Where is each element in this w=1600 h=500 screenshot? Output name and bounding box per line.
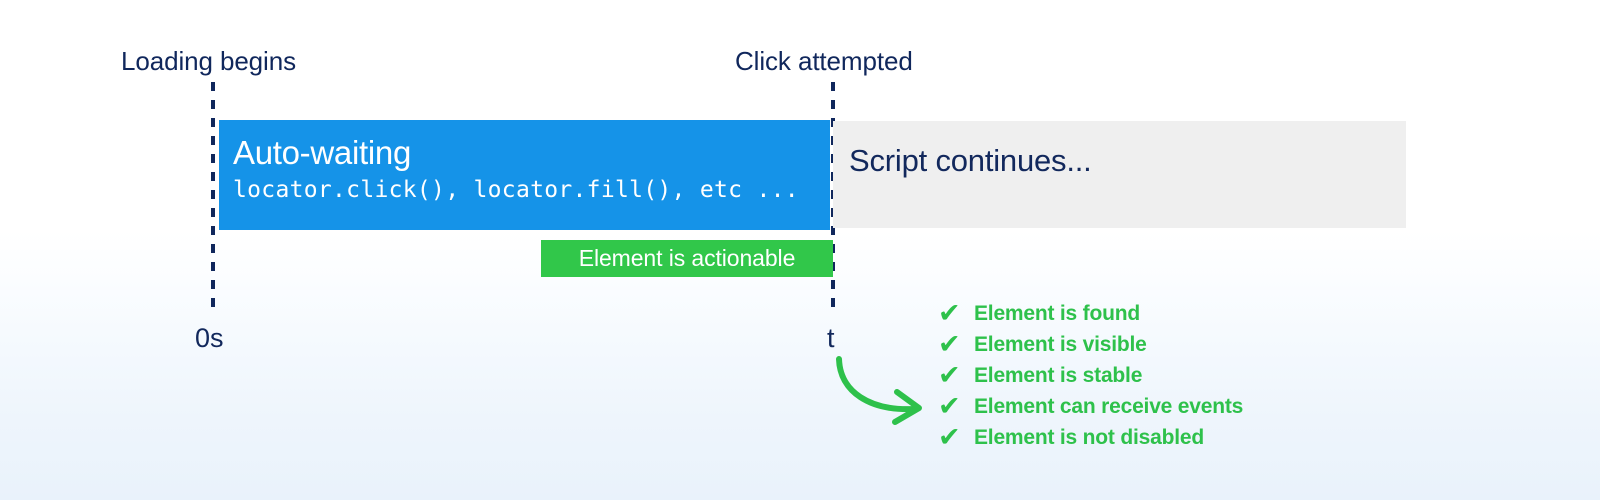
actionability-checklist: ✔ Element is found ✔ Element is visible … [938,298,1243,453]
list-item: ✔ Element is not disabled [938,422,1243,453]
element-actionable-badge-label: Element is actionable [578,245,796,271]
check-icon: ✔ [938,422,961,452]
checklist-item-label: Element is found [974,302,1140,325]
list-item: ✔ Element can receive events [938,391,1243,422]
axis-tick-label-zero: 0s [195,323,224,353]
script-continues-title: Script continues... [849,143,1092,178]
checklist-item-label: Element is not disabled [974,426,1204,449]
list-item: ✔ Element is found [938,298,1243,329]
curved-arrow-icon [836,356,922,425]
checklist-item-label: Element can receive events [974,395,1244,418]
marker-label-loading-begins: Loading begins [121,46,296,76]
auto-waiting-code-sample: locator.click(), locator.fill(), etc ... [233,177,799,203]
dashed-guide-line-start [211,82,215,316]
axis-tick-label-t: t [827,323,835,353]
check-icon: ✔ [938,360,961,390]
marker-label-click-attempted: Click attempted [735,46,913,76]
list-item: ✔ Element is visible [938,329,1243,360]
check-icon: ✔ [938,298,961,328]
element-actionable-badge: Element is actionable [541,240,833,277]
timeline-bar-script-continues: Script continues... [833,121,1406,228]
timeline-bar-auto-waiting: Auto-waiting locator.click(), locator.fi… [219,120,830,230]
checklist-item-label: Element is stable [974,364,1143,387]
list-item: ✔ Element is stable [938,360,1243,391]
check-icon: ✔ [938,329,961,359]
checklist-item-label: Element is visible [974,333,1147,356]
check-icon: ✔ [938,391,961,421]
auto-waiting-title: Auto-waiting [233,134,411,171]
